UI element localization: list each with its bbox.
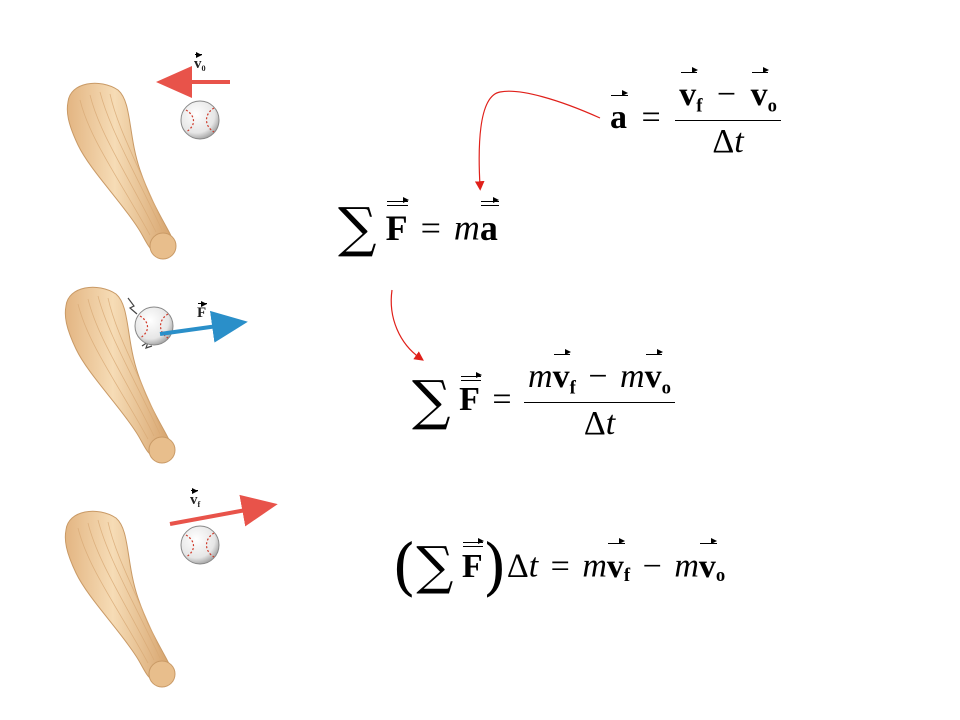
- eq-rate-vf: v: [552, 348, 571, 395]
- eq-newton-equals: =: [420, 207, 441, 248]
- eq-rate-minus: −: [588, 358, 608, 395]
- eq-newton-m: m: [453, 207, 480, 248]
- bat-illustration-bottom: [64, 510, 176, 688]
- eq-impulse-equals: =: [550, 547, 570, 585]
- eq-accel-fraction: vf − vo Δt: [675, 66, 781, 161]
- eq-rate-delta: Δ: [583, 404, 606, 442]
- label-force-symbol: F: [197, 300, 208, 321]
- equation-momentum-rate: ∑ F = mvf − mvo Δt: [412, 348, 675, 443]
- label-v0-sub: 0: [201, 63, 206, 73]
- eq-rate-fraction: mvf − mvo Δt: [524, 348, 675, 443]
- eq-accel-equals: =: [641, 99, 661, 137]
- eq-rate-numerator: mvf − mvo: [524, 348, 675, 402]
- eq-impulse-delta: Δ: [506, 547, 529, 585]
- label-vf-symbol: v: [190, 487, 198, 508]
- eq-accel-vo: v: [750, 66, 769, 113]
- baseball-top: [180, 100, 220, 140]
- eq-rate-denominator: Δt: [524, 401, 675, 443]
- force-arrow: [159, 310, 248, 343]
- impact-marks: [127, 297, 153, 349]
- velocity-final-arrow: [169, 494, 278, 527]
- eq-impulse-m2: m: [674, 547, 699, 585]
- eq-newton-F: F: [385, 196, 410, 248]
- eq-impulse-t: t: [528, 547, 539, 585]
- eq-impulse-lparen: (: [392, 530, 417, 603]
- eq-rate-equals: =: [492, 381, 512, 419]
- eq-impulse-vf: v: [606, 538, 626, 585]
- label-vf-sub: f: [197, 499, 201, 509]
- eq-impulse-vf-sub: f: [623, 564, 631, 586]
- eq-rate-sigma: ∑: [412, 368, 451, 432]
- eq-newton-a: a: [479, 196, 500, 248]
- equation-acceleration: a = vf − vo Δt: [610, 66, 781, 161]
- eq-accel-delta: Δ: [712, 122, 735, 160]
- eq-accel-a: a: [610, 90, 629, 137]
- connector-newton-to-rate: [390, 289, 424, 361]
- eq-impulse-rparen: ): [482, 530, 507, 603]
- eq-accel-denominator: Δt: [675, 119, 781, 161]
- eq-impulse-F: F: [461, 538, 485, 585]
- bat-illustration-middle: [64, 286, 176, 464]
- eq-accel-t: t: [734, 122, 744, 160]
- eq-rate-F: F: [459, 372, 482, 419]
- eq-rate-vo-sub: o: [661, 377, 671, 399]
- label-v0-symbol: v: [194, 51, 202, 72]
- eq-impulse-sigma: ∑: [416, 536, 454, 597]
- eq-accel-vo-sub: o: [767, 95, 777, 117]
- eq-impulse-vo-sub: o: [715, 564, 726, 586]
- eq-accel-vf: v: [679, 66, 698, 113]
- bat-illustration-top: [66, 82, 177, 260]
- eq-rate-vf-sub: f: [569, 377, 576, 399]
- eq-impulse-m1: m: [582, 547, 607, 585]
- eq-accel-vf-sub: f: [696, 95, 703, 117]
- label-force: F: [197, 300, 208, 322]
- label-v0: v0: [194, 51, 206, 73]
- equation-newton-second-law: ∑ F = ma: [338, 196, 500, 259]
- eq-rate-t: t: [605, 404, 616, 442]
- eq-accel-numerator: vf − vo: [675, 66, 781, 120]
- eq-accel-minus: −: [716, 76, 737, 113]
- baseball-impact: [134, 306, 174, 346]
- label-vf: vf: [190, 487, 201, 509]
- baseball-bottom: [180, 525, 220, 565]
- eq-rate-m2: m: [620, 358, 645, 395]
- eq-rate-vo: v: [644, 348, 663, 395]
- equation-impulse: (∑ F)Δt = mvf − mvo: [392, 530, 725, 603]
- eq-impulse-minus: −: [642, 547, 662, 585]
- connector-accel-to-newton: [474, 90, 601, 191]
- eq-newton-sigma: ∑: [338, 196, 377, 259]
- eq-impulse-vo: v: [698, 538, 718, 585]
- eq-rate-m1: m: [528, 358, 553, 395]
